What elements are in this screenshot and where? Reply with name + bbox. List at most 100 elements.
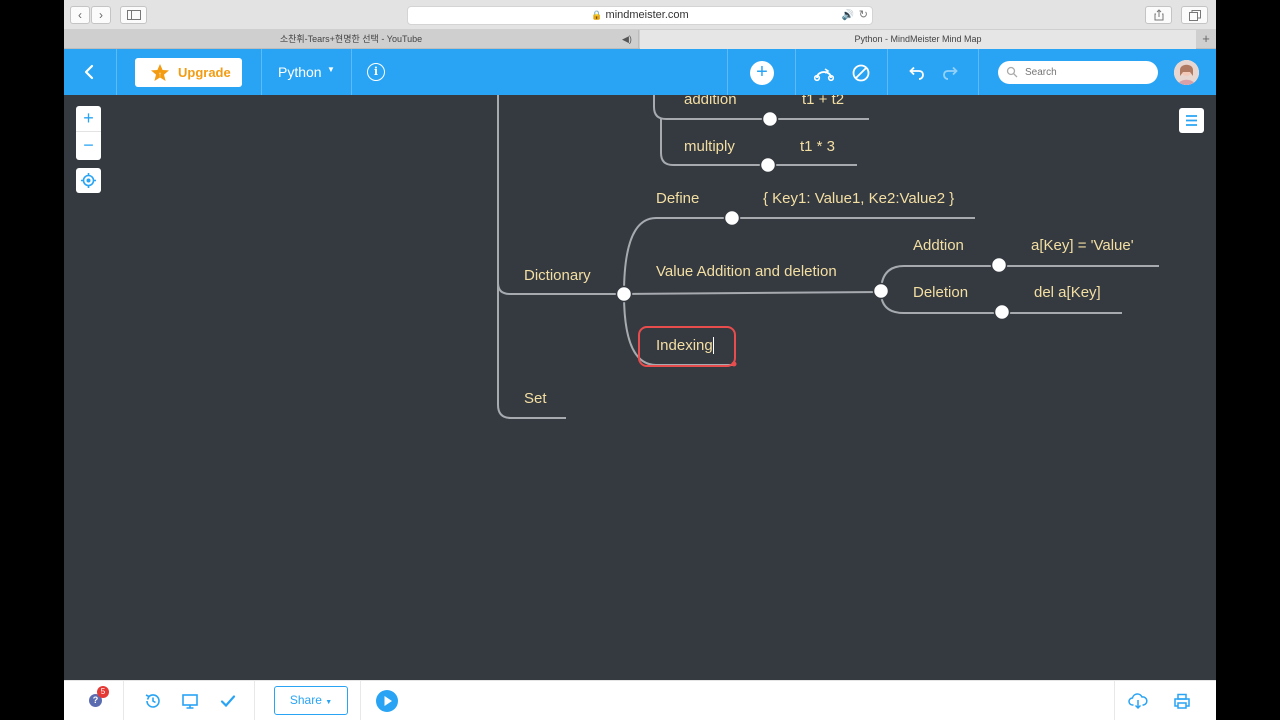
search-box[interactable] <box>998 61 1158 84</box>
upgrade-button[interactable]: ↑ Upgrade <box>135 58 242 87</box>
indexing-branch <box>623 293 734 366</box>
app-window: ‹ › 🔒mindmeister.com 🔊 ↻ 소찬휘-Tears+현명한 선… <box>64 0 1216 720</box>
tab-audio-icon[interactable]: ◀) <box>622 34 632 44</box>
tabs-overview-button[interactable] <box>1181 6 1208 24</box>
zoom-controls: + − <box>76 106 101 160</box>
new-tab-button[interactable]: + <box>1202 31 1210 46</box>
info-icon[interactable]: i <box>367 63 385 81</box>
svg-text:↑: ↑ <box>158 72 162 79</box>
node-deletion-value[interactable]: del a[Key] <box>1034 284 1101 301</box>
node-handle <box>990 256 1008 274</box>
trunk-branch <box>497 95 566 419</box>
search-input[interactable] <box>1025 64 1145 81</box>
define-branch <box>623 217 975 295</box>
tab-label: Python - MindMeister Mind Map <box>854 34 982 44</box>
node-handle <box>761 110 779 128</box>
toolbar-divider <box>254 681 255 720</box>
node-deletion[interactable]: Deletion <box>913 284 969 301</box>
node-define[interactable]: Define <box>656 190 700 207</box>
reload-icon[interactable]: ↻ <box>858 9 868 21</box>
browser-forward-button[interactable]: › <box>91 6 111 24</box>
node-addtion-value[interactable]: a[Key] = 'Value' <box>1031 237 1134 254</box>
check-icon[interactable] <box>218 691 238 711</box>
zoom-out-button[interactable]: − <box>83 135 94 155</box>
mindmap-canvas[interactable]: addition t1 + t2 multiply t1 * 3 Define … <box>64 95 1216 680</box>
tab-youtube[interactable]: 소찬휘-Tears+현명한 선택 - YouTube <box>64 30 639 49</box>
node-set[interactable]: Set <box>524 390 547 407</box>
play-button[interactable] <box>376 690 398 712</box>
node-handle <box>872 282 890 300</box>
address-bar[interactable]: 🔒mindmeister.com 🔊 ↻ <box>407 6 873 25</box>
history-icon[interactable] <box>143 691 163 711</box>
avatar-image <box>1174 60 1199 85</box>
map-title[interactable]: Python <box>278 64 322 80</box>
node-value-add-del[interactable]: Value Addition and deletion <box>656 263 837 280</box>
tab-mindmeister[interactable]: Python - MindMeister Mind Map <box>640 30 1196 49</box>
node-handle <box>615 285 633 303</box>
audio-icon[interactable]: 🔊 <box>841 10 854 21</box>
header-divider <box>795 49 796 95</box>
tuple-branch <box>653 95 869 120</box>
node-addition-value[interactable]: t1 + t2 <box>802 95 845 108</box>
toolbar-divider <box>360 681 361 720</box>
bottom-toolbar: ? 5 Share ▼ <box>64 680 1216 720</box>
header-divider <box>116 49 117 95</box>
header-divider <box>351 49 352 95</box>
help-icon[interactable]: ? <box>89 694 102 707</box>
target-icon <box>81 173 96 188</box>
header-divider <box>727 49 728 95</box>
redo-icon[interactable] <box>941 63 961 83</box>
disable-icon[interactable] <box>851 63 871 83</box>
node-addition[interactable]: addition <box>684 95 737 108</box>
tab-label: 소찬휘-Tears+현명한 선택 - YouTube <box>279 34 423 44</box>
avatar[interactable] <box>1174 60 1199 85</box>
selection-handle <box>731 361 737 367</box>
toolbar-divider <box>123 681 124 720</box>
node-indexing-editing[interactable]: Indexing <box>656 337 714 354</box>
download-cloud-icon[interactable] <box>1128 691 1148 711</box>
star-icon: ↑ <box>151 64 169 81</box>
node-define-value[interactable]: { Key1: Value1, Ke2:Value2 } <box>763 190 955 207</box>
node-addtion[interactable]: Addtion <box>913 237 964 254</box>
value-add-del-branch <box>623 291 882 295</box>
mindmap-connectors <box>497 95 1159 419</box>
back-arrow-icon[interactable] <box>78 61 100 83</box>
share-icon <box>1154 9 1163 21</box>
add-node-button[interactable]: + <box>750 61 774 85</box>
node-dictionary[interactable]: Dictionary <box>524 267 591 284</box>
node-handle <box>723 209 741 227</box>
print-icon[interactable] <box>1172 691 1192 711</box>
toolbar-divider <box>1114 681 1115 720</box>
sidebar-toggle-button[interactable] <box>120 6 147 24</box>
search-icon <box>1006 66 1018 78</box>
lock-icon: 🔒 <box>591 10 603 20</box>
tabs-icon <box>1188 10 1201 21</box>
multiply-branch <box>660 119 857 166</box>
zoom-in-button[interactable]: + <box>76 106 101 132</box>
undo-icon[interactable] <box>906 63 926 83</box>
dictionary-branch <box>497 282 624 295</box>
node-multiply-value[interactable]: t1 * 3 <box>800 138 836 155</box>
caret-down-icon[interactable]: ▼ <box>327 65 335 74</box>
hamburger-icon <box>1186 115 1197 126</box>
browser-tabs: 소찬휘-Tears+현명한 선택 - YouTube ◀) Python - M… <box>64 30 1216 49</box>
header-divider <box>887 49 888 95</box>
center-map-button[interactable] <box>76 168 101 193</box>
selection-box <box>638 326 736 367</box>
browser-toolbar: ‹ › 🔒mindmeister.com 🔊 ↻ <box>64 0 1216 30</box>
node-handle <box>993 303 1011 321</box>
share-button[interactable]: Share ▼ <box>274 686 348 715</box>
header-divider <box>261 49 262 95</box>
node-handle <box>759 156 777 174</box>
sidebar-menu-button[interactable] <box>1179 108 1204 133</box>
address-url: mindmeister.com <box>605 9 689 21</box>
caret-down-icon: ▼ <box>325 699 333 706</box>
connection-icon[interactable] <box>814 63 834 83</box>
presentation-icon[interactable] <box>180 691 200 711</box>
notification-badge: 5 <box>97 686 109 698</box>
browser-back-button[interactable]: ‹ <box>70 6 90 24</box>
node-multiply[interactable]: multiply <box>684 138 735 155</box>
share-page-button[interactable] <box>1145 6 1172 24</box>
play-icon <box>384 696 392 706</box>
app-header: ↑ Upgrade Python ▼ i + <box>64 49 1216 95</box>
